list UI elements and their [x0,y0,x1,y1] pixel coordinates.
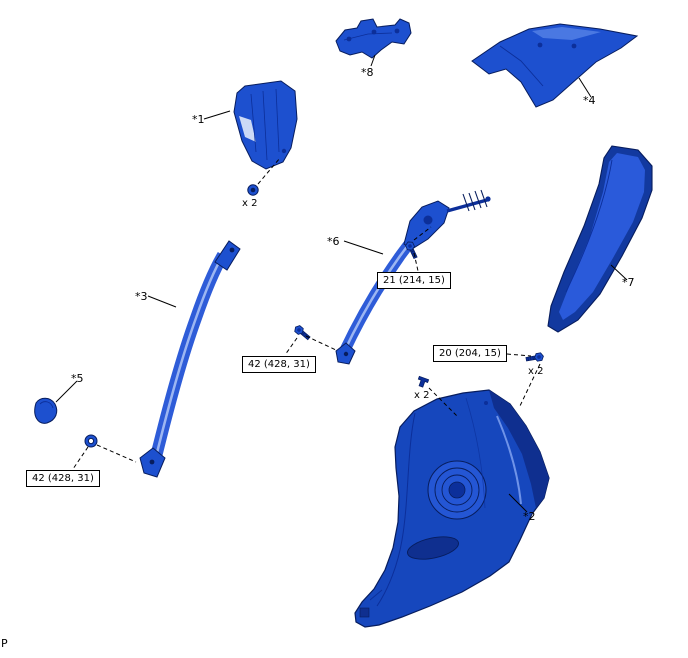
detail-line [250,93,257,153]
torque-callout-center-belt-anchor: 42 (428, 31) [242,356,316,373]
rod-hatch [468,192,476,211]
torque-callout-retractor: 20 (204, 15) [433,345,507,362]
part-label-3: *3 [135,290,148,303]
quantity-label-pillar-clip: x 2 [242,198,258,209]
clip-body [417,375,430,388]
part-1-drawing-pillar-trim [233,80,298,170]
part-5-drawing-anchor-cover [34,397,58,424]
torque-callout-outer-belt-anchor: 42 (428, 31) [26,470,100,487]
speaker-grille-ring [434,467,480,513]
dashed-line-grommet-to-anchor [96,444,137,463]
part-2-drawing-quarter-trim [354,389,550,628]
part-7-drawing-pillar-garnish [547,145,653,333]
rod-hatch [480,189,488,208]
highlight [532,27,601,40]
part-label-8: *8 [361,66,374,79]
detail-line [275,88,280,153]
leader-line-part-3 [147,295,177,308]
clip-icon [417,375,430,388]
detail-line [565,159,613,293]
part-label-5: *5 [71,372,84,385]
dashed-line-bolt-to-retractor [413,226,432,241]
anchor-hole [343,351,349,357]
detail-line [343,32,393,41]
retractor-body [403,200,450,250]
dashed-line-bolt-to-callout-21 [413,252,419,272]
highlight [559,153,645,320]
shoulder-anchor [214,240,241,271]
dashed-line-clip-to-part-1 [257,157,281,185]
page-corner-mark: P [1,637,8,650]
quantity-label-panel-bolt: x 2 [528,366,544,377]
part-label-6: *6 [327,235,340,248]
contour-line [465,397,486,509]
dashed-line-grommet-to-callout-42b [72,446,89,470]
part-label-7: *7 [622,276,635,289]
part-label-1: *1 [192,113,205,126]
leader-line-part-2 [508,493,528,513]
pillar-section [489,390,549,508]
dashed-line-bolt-to-callout-42a [284,337,298,356]
screw-hole [484,401,488,405]
detail-line [369,589,383,601]
screw-hole [571,43,577,49]
part-3-drawing-seat-belt-outer [139,240,241,478]
belt-strap [339,233,419,355]
foot-bracket [359,607,370,618]
part-8-drawing-bracket [335,18,412,59]
detail-line [39,401,54,409]
speaker-grille-center [448,481,466,499]
screw-hole [281,148,287,154]
bracket-body [335,18,412,59]
speaker-grille-ring [441,474,473,506]
leader-line-part-4 [578,77,592,98]
torque-callout-center-belt-upper: 21 (214, 15) [377,272,451,289]
leader-line-part-8 [370,54,376,67]
quantity-label-trim-clip: x 2 [414,390,430,401]
leader-line-part-7 [610,264,628,281]
detail-line [262,90,268,161]
trim-body [233,80,298,170]
leader-line-part-1 [203,110,231,120]
part-label-2: *2 [523,510,536,523]
part-4-drawing-upper-trim [471,23,639,108]
grommet-inner [87,437,95,445]
contour-line [376,412,416,607]
ring-grommet-icon [84,434,98,448]
part-label-4: *4 [583,94,596,107]
trim-body [471,23,639,108]
leader-line-part-5 [55,380,78,403]
rod-end-cap [485,196,491,202]
screw-hole [537,42,543,48]
dashed-line-bolt-to-panel [518,363,541,409]
rod-hatch [462,193,470,212]
retractor-hub [423,215,433,225]
detail-line [499,45,544,87]
rod-hatch [474,190,482,209]
belt-strap [147,251,229,471]
anchor-hole [149,459,155,465]
grommet-inner [250,187,256,193]
bolt-icon [525,351,545,364]
pocket-recess [407,536,459,560]
anchor-hole [229,247,235,253]
leader-line-part-6 [343,240,384,255]
belt-strap-highlight [151,254,225,470]
dashed-line-callout-20-to-bolt [506,353,532,357]
screw-grommet-icon [247,184,259,196]
highlight [239,116,256,142]
screw-hole [394,28,400,34]
dashed-line-bolt-to-anchor-center [305,335,337,351]
slot-line [496,415,522,505]
screw-hole [371,29,377,35]
bolt-icon [292,323,312,342]
